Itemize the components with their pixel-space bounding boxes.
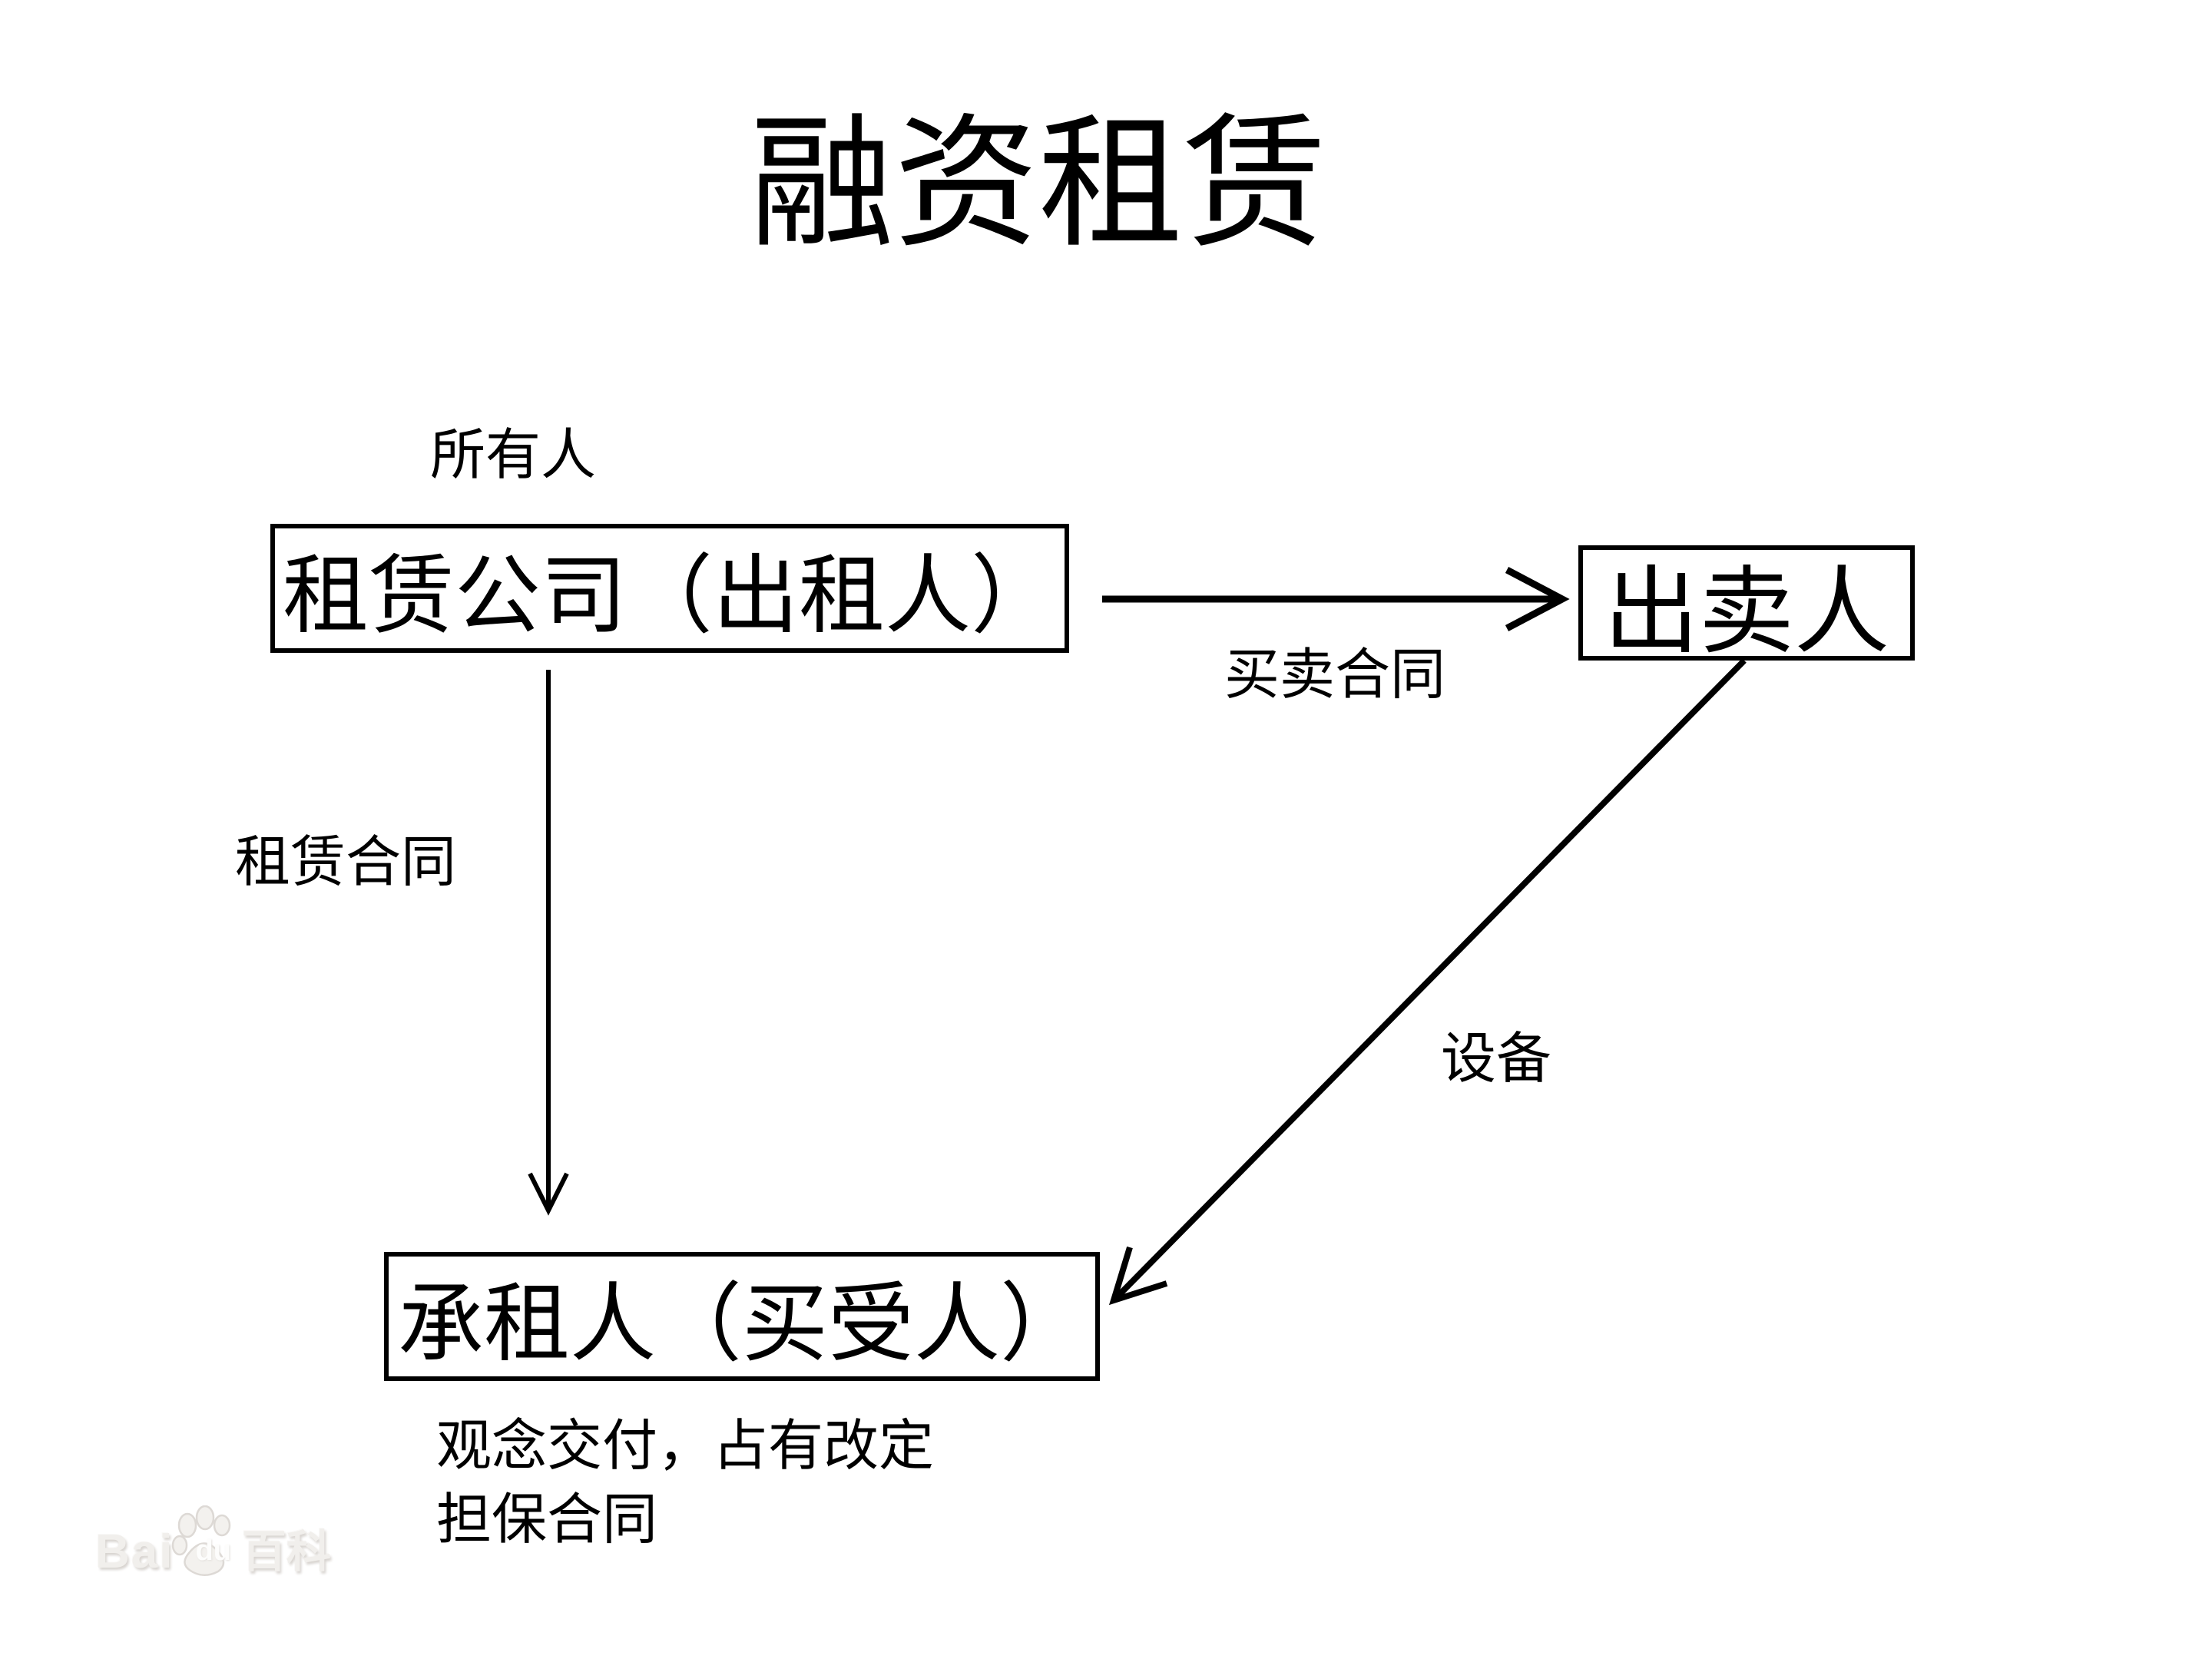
footnote-line-1: 观念交付，占有改定 bbox=[436, 1416, 935, 1477]
footnote: 观念交付，占有改定 担保合同 bbox=[436, 1410, 934, 1558]
node-seller: 出卖人 bbox=[1578, 545, 1915, 665]
arrowhead-down-left-icon bbox=[1108, 1246, 1168, 1306]
owner-label: 所有人 bbox=[430, 425, 597, 486]
arrowhead-right-icon bbox=[1505, 567, 1570, 631]
watermark-latin-suffix: du bbox=[195, 1535, 231, 1567]
edge-label-lease-contract: 租赁合同 bbox=[235, 832, 457, 893]
edge-label-equipment: 设备 bbox=[1441, 1028, 1552, 1090]
node-lessor: 租赁公司（出租人） bbox=[270, 524, 1069, 653]
page-title: 融资租赁 bbox=[750, 104, 1327, 265]
arrow-shaft bbox=[1115, 658, 1747, 1299]
arrow-lease-contract bbox=[528, 670, 569, 1216]
baidu-baike-watermark: Bai du 百科 bbox=[95, 1504, 331, 1579]
arrow-sale-contract bbox=[1102, 567, 1570, 631]
footnote-line-2: 担保合同 bbox=[436, 1488, 658, 1551]
arrowhead-down-icon bbox=[528, 1172, 569, 1216]
watermark-cjk: 百科 bbox=[241, 1527, 331, 1577]
node-lessee: 承租人（买受人） bbox=[384, 1252, 1100, 1381]
baidu-paw-icon bbox=[172, 1505, 231, 1576]
watermark-latin-prefix: Bai bbox=[95, 1525, 174, 1578]
arrow-equipment bbox=[1108, 658, 1747, 1306]
edge-label-sale-contract: 买卖合同 bbox=[1224, 644, 1446, 706]
